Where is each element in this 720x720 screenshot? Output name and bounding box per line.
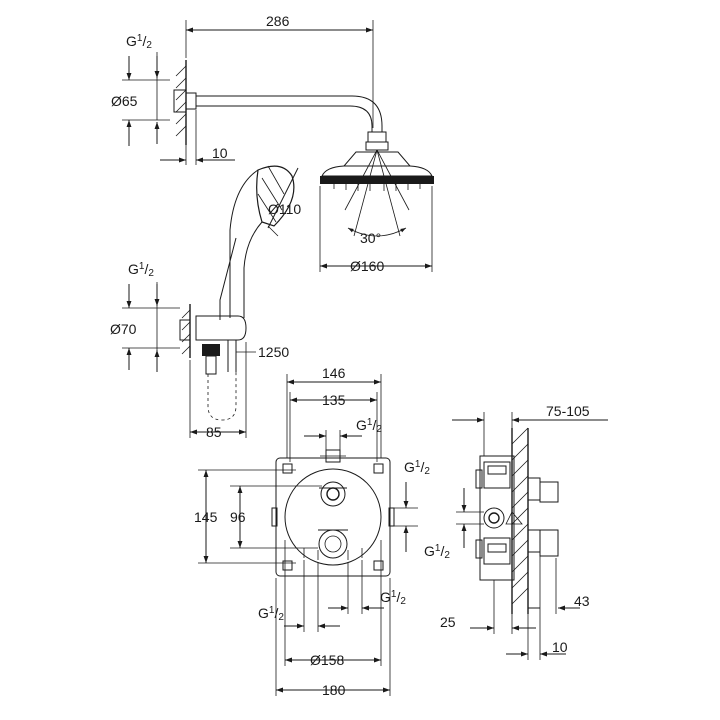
hand-shower-view: Ø110 G1/2 Ø70 1250 85 xyxy=(110,165,301,440)
dim-height-outer: 145 xyxy=(194,509,218,525)
spray-angle-label: 30° xyxy=(360,230,381,246)
dim-hand-shower-diameter: Ø110 xyxy=(268,201,301,217)
dim-elbow-projection: 85 xyxy=(206,424,222,440)
thermostat-side-view: 75-105 G1/2 25 43 10 xyxy=(424,403,608,660)
thread-label-front-top: G1/2 xyxy=(356,417,382,435)
dim-box-width: 180 xyxy=(322,682,346,698)
dim-head-diameter: Ø160 xyxy=(350,258,384,274)
dim-depth-43: 43 xyxy=(574,593,590,609)
dim-flange-bottom: Ø70 xyxy=(110,321,137,337)
thread-label-top: G1/2 xyxy=(126,33,152,51)
thermostat-front-view: 146 135 G1/2 145 96 G1/2 G1/2 G1 xyxy=(194,365,430,698)
dim-arm-length: 286 xyxy=(266,13,290,29)
dim-depth-range: 75-105 xyxy=(546,403,590,419)
dim-depth-10: 10 xyxy=(552,639,568,655)
thread-label-middle: G1/2 xyxy=(128,261,154,279)
dim-hose-length: 1250 xyxy=(258,344,289,360)
dim-plate-width: 146 xyxy=(322,365,346,381)
thread-label-front-bottom-left: G1/2 xyxy=(258,605,284,623)
shower-arm-view: 30° 286 G1/2 Ø65 10 Ø160 xyxy=(111,13,434,274)
dim-flange-top: Ø65 xyxy=(111,93,138,109)
dim-rosette-diameter: Ø158 xyxy=(310,652,344,668)
dim-height-inner: 96 xyxy=(230,509,246,525)
thread-label-side: G1/2 xyxy=(424,543,450,561)
thread-label-front-bottom-right: G1/2 xyxy=(380,589,406,607)
dim-wall-offset-top: 10 xyxy=(212,145,228,161)
thread-label-front-right: G1/2 xyxy=(404,459,430,477)
dim-plate-inner-width: 135 xyxy=(322,392,346,408)
dim-depth-25: 25 xyxy=(440,614,456,630)
